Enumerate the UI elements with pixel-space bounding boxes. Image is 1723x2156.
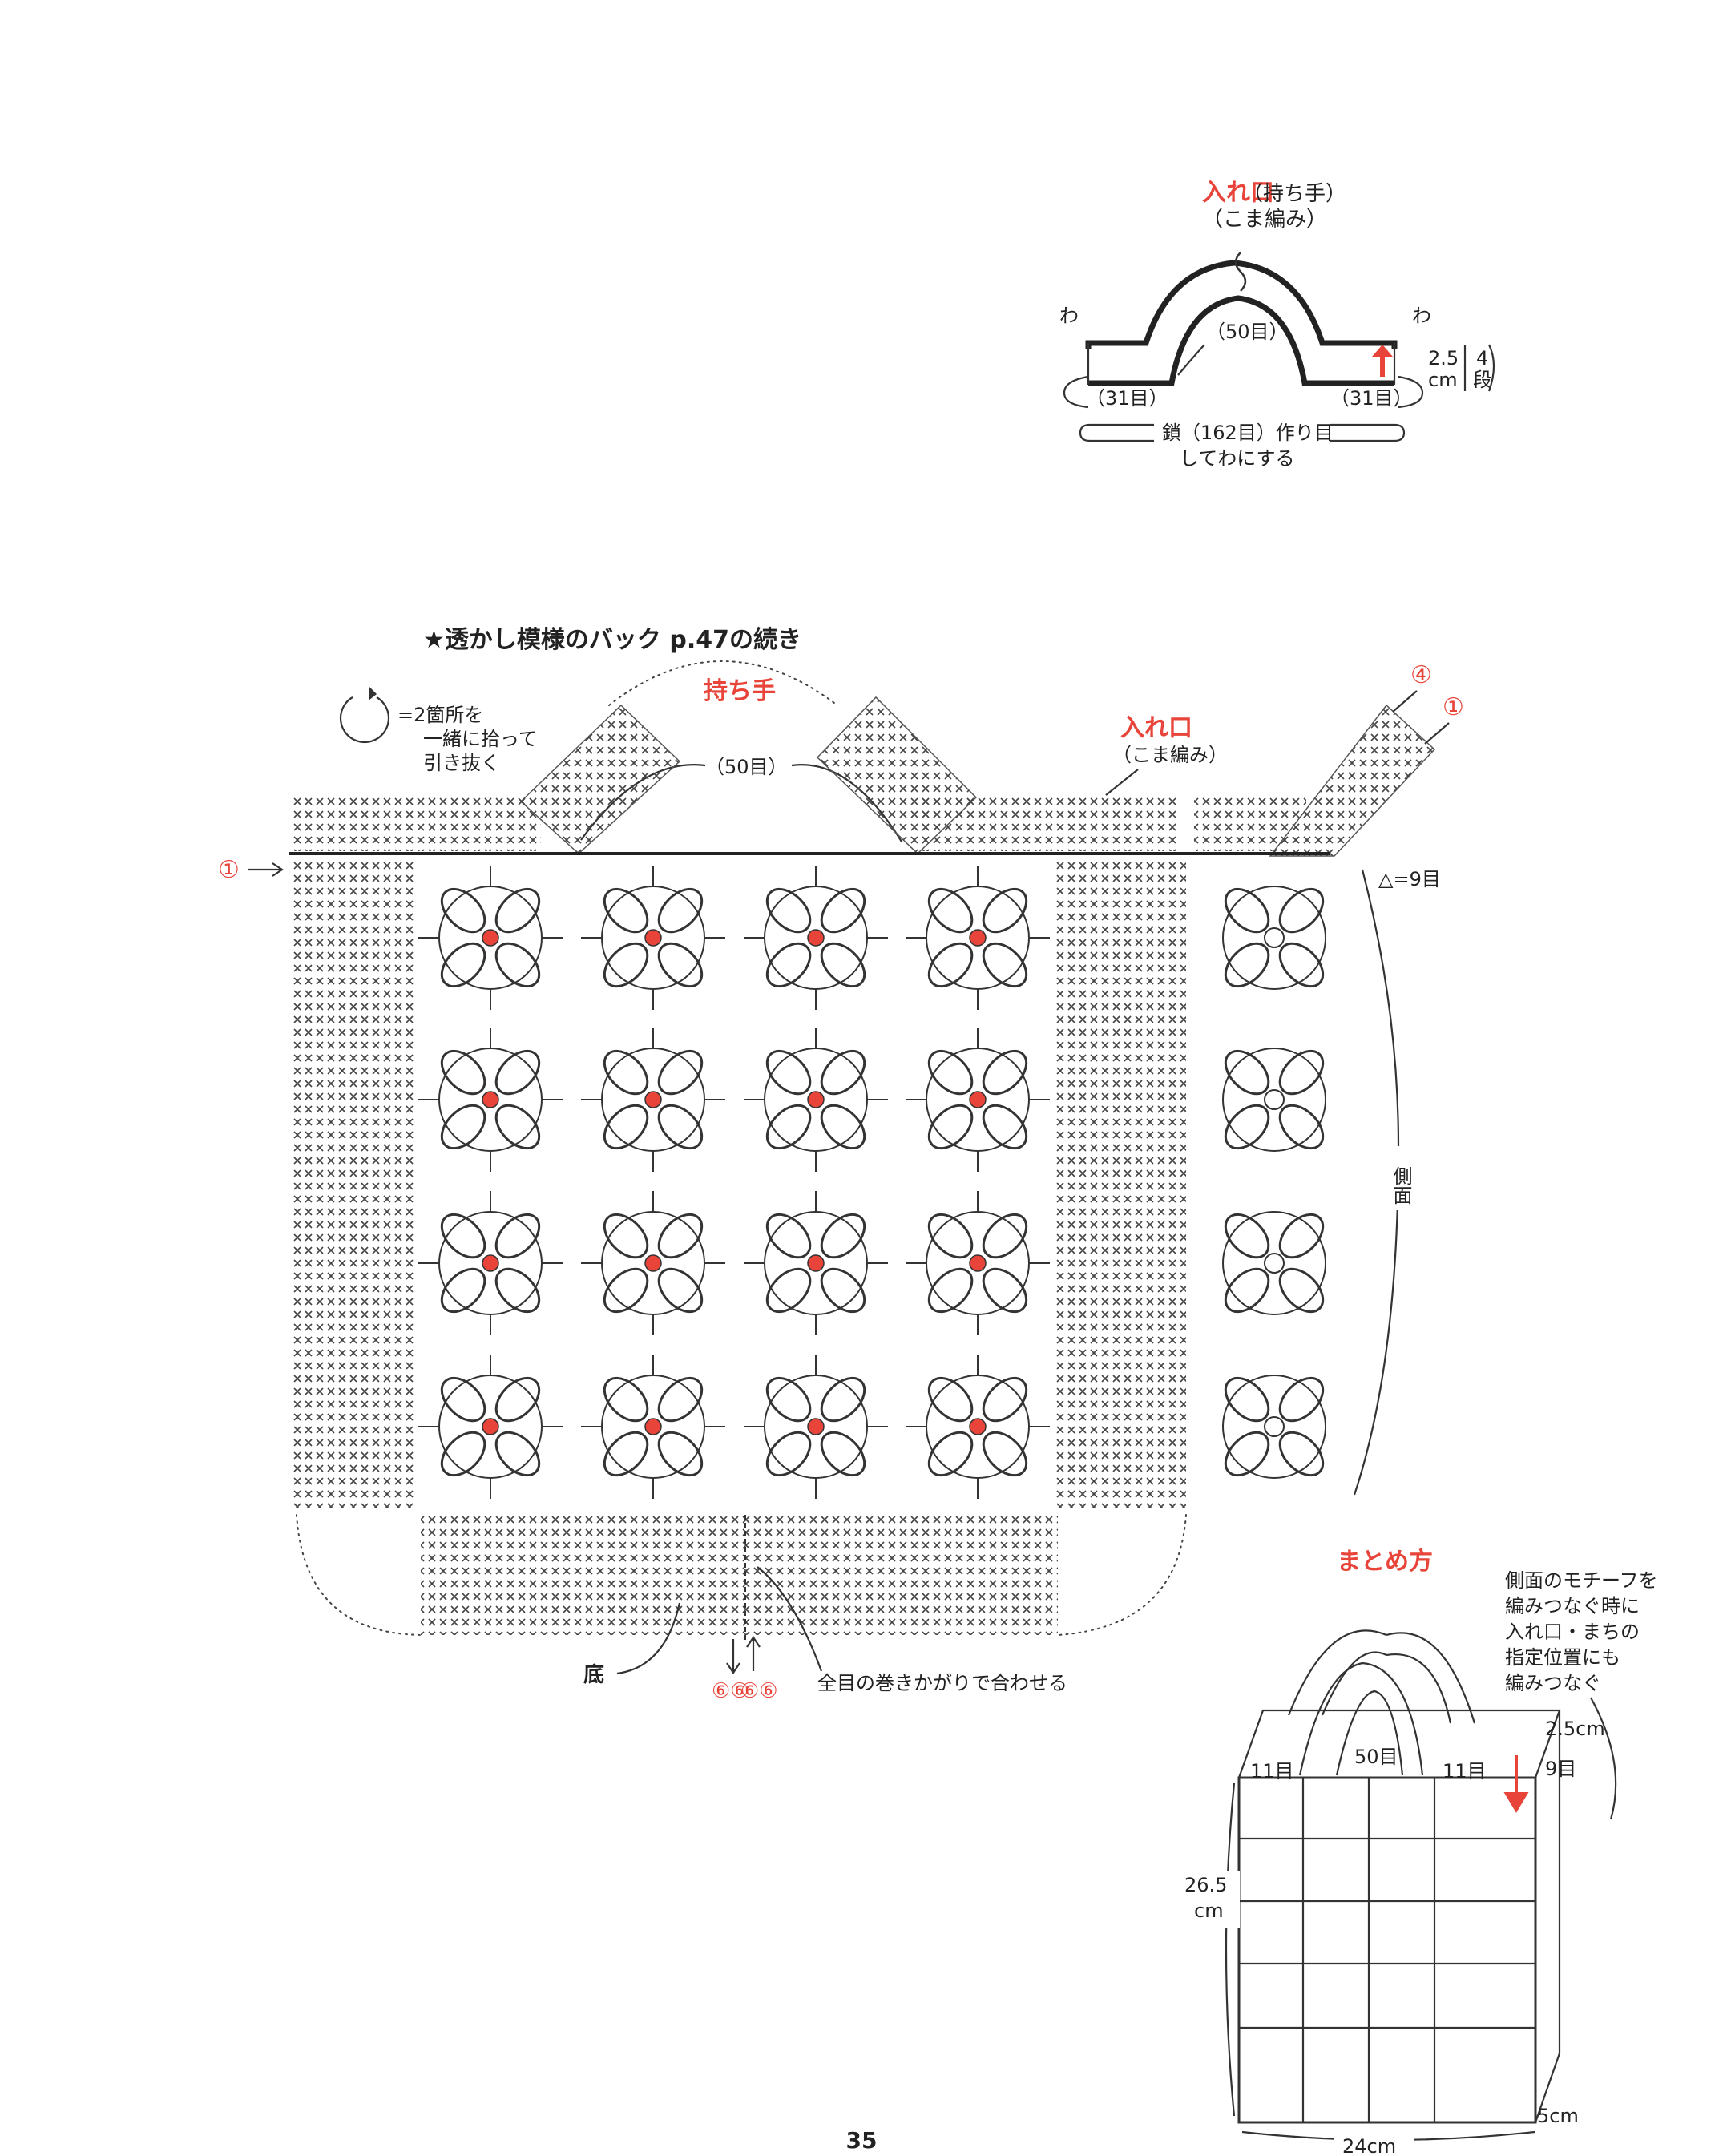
- left-side-panel: [290, 859, 417, 1508]
- handle-break-mark: [1234, 252, 1247, 292]
- side-label: 側面: [1390, 1166, 1412, 1205]
- chain-line2: してわにする: [1180, 447, 1295, 470]
- legend-line3: 引き抜く: [423, 752, 500, 774]
- bottom-panel: [421, 1515, 1058, 1635]
- chain-loop: [1079, 423, 1406, 442]
- marker-4: ④: [1410, 661, 1432, 689]
- page-number: 35: [846, 2127, 878, 2154]
- legend-line2: 一緒に拾って: [423, 728, 538, 750]
- width-label-bg: [1334, 2134, 1414, 2156]
- dim-height-value: 26.5: [1184, 1874, 1227, 1896]
- top-rows-middle: [922, 793, 1178, 851]
- rows-bracket: [1487, 344, 1495, 392]
- top-stitch: （こま編み）: [1202, 208, 1327, 232]
- front-motif-grid: [417, 864, 1051, 1500]
- legend-line1: =2箇所を: [397, 704, 483, 726]
- main-heading: ★透かし模様のバック p.47の続き: [423, 626, 801, 654]
- assembly-note-line2: 編みつなぐ時に: [1505, 1595, 1640, 1617]
- direction-arrow-icon: [1372, 345, 1393, 377]
- opening-outline-inner: [1088, 295, 1394, 386]
- assembly-note-line3: 入れ口・まちの: [1505, 1621, 1640, 1643]
- side-motif-column: [1216, 879, 1333, 1485]
- height-value: 2.5: [1428, 347, 1459, 369]
- up-arrow-icon: [746, 1636, 761, 1671]
- right-count: （31目）: [1330, 387, 1413, 410]
- bottom-leader: [616, 1602, 681, 1675]
- right-loop: [1398, 375, 1424, 409]
- side-label-bg: [1378, 1146, 1418, 1210]
- top-title: 入れ口: [1202, 179, 1274, 207]
- bag-outline-dotted: [296, 1514, 1187, 1636]
- main-crochet-diagram: ★透かし模様のバック p.47の続き =2箇所を 一緒に拾って 引き抜く 持ち手…: [218, 626, 1464, 1703]
- dim-width: 24cm: [1342, 2135, 1396, 2156]
- rows-unit: 段: [1473, 369, 1492, 391]
- join-note: 全目の巻きかがりで合わせる: [817, 1672, 1067, 1694]
- down-arrow-icon: [726, 1639, 740, 1674]
- bag-handles: [1287, 1629, 1476, 1724]
- height-label-bg: [1182, 1871, 1240, 1928]
- height-unit: cm: [1428, 369, 1458, 391]
- assembly-note-line4: 指定位置にも: [1505, 1646, 1620, 1669]
- left-count: （31目）: [1086, 387, 1168, 410]
- join-marker-b: ⑥⑥: [740, 1679, 778, 1703]
- center-count-leader: [1177, 344, 1205, 376]
- rotate-arrow-icon: [339, 696, 390, 743]
- rows-value: 4: [1476, 347, 1488, 369]
- opening-outline-outer: [1085, 260, 1398, 349]
- note-leader: [1590, 1697, 1617, 1820]
- handle-label: 持ち手: [704, 677, 776, 705]
- handle-left-band: [519, 704, 681, 855]
- triangle-note: △=9目: [1378, 868, 1441, 890]
- marker-1-right-arrow-icon: [1424, 722, 1450, 745]
- opening-leader: [1105, 769, 1139, 796]
- center-count: （50目）: [1206, 321, 1289, 343]
- dim-right-count: 11目: [1443, 1760, 1487, 1783]
- opening-stitch: （こま編み）: [1112, 744, 1228, 766]
- side-gusset-band: [1269, 704, 1436, 857]
- top-rows-left: [293, 793, 541, 851]
- bottom-label: 底: [583, 1662, 604, 1687]
- dim-height-unit: cm: [1194, 1900, 1224, 1922]
- right-side-panel: [1056, 859, 1186, 1508]
- wa-right: わ: [1412, 305, 1431, 327]
- opening-label: 入れ口: [1120, 714, 1192, 742]
- assembly-note-line1: 側面のモチーフを: [1505, 1569, 1658, 1592]
- join-note-leader: [757, 1566, 823, 1672]
- assembly-title: まとめ方: [1337, 1548, 1433, 1576]
- chain-line1: 鎖（162目）作り目: [1162, 422, 1334, 444]
- assembly-note-line5: 編みつなぐ: [1505, 1672, 1601, 1694]
- handle-outer-chain: [608, 660, 838, 706]
- dim-top: 2.5cm: [1545, 1718, 1605, 1740]
- bag-handles-front: [1298, 1661, 1424, 1776]
- dim-depth: 5cm: [1537, 2105, 1579, 2127]
- dim-rows: 9目: [1545, 1758, 1576, 1780]
- chain-label-bg: [1154, 418, 1330, 446]
- left-loop: [1063, 375, 1089, 409]
- handle-count: （50目）: [705, 756, 788, 778]
- bag-front: [1237, 1776, 1537, 2124]
- dim-center-count: 50目: [1354, 1746, 1398, 1768]
- marker-1-left: ①: [218, 856, 240, 884]
- rotate-arrowhead-icon: [369, 686, 377, 700]
- assembly-direction-arrow-icon: [1503, 1755, 1529, 1813]
- opening-handle-diagram: 入れ口 （持ち手） （こま編み） わ わ （50目） （31目） （31目） 2…: [1059, 179, 1495, 470]
- marker-4-arrow-icon: [1392, 690, 1418, 713]
- assembly-diagram: まとめ方 側面のモチーフを 編みつなぐ時に 入れ口・まちの 指定位置にも 編みつ…: [1182, 1548, 1658, 2156]
- dim-left-count: 11目: [1250, 1760, 1294, 1783]
- height-bracket: [1225, 1783, 1236, 2117]
- top-rows-right: [1194, 793, 1306, 851]
- marker-1-right: ①: [1443, 693, 1464, 721]
- join-marker-a: ⑥⑥: [712, 1679, 749, 1703]
- top-title-sub: （持ち手）: [1242, 182, 1346, 206]
- bag-box-depth: [1237, 1709, 1561, 2123]
- wa-left: わ: [1059, 305, 1079, 327]
- marker-1-left-arrow-icon: [248, 862, 284, 877]
- bag-grid: [1239, 1778, 1535, 2122]
